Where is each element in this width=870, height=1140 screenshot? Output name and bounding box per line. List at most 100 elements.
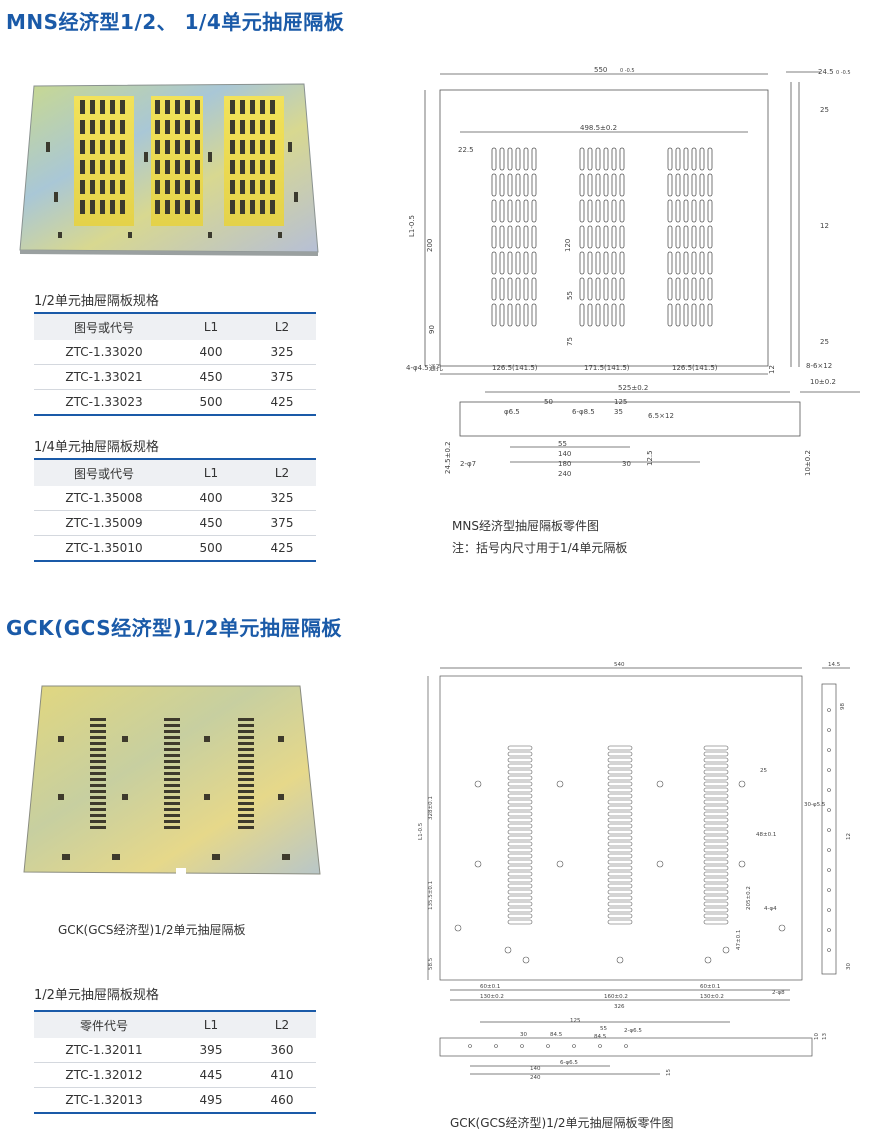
col-header: L2 (248, 458, 316, 486)
cell-code: ZTC-1.32012 (34, 1062, 174, 1088)
dim-s240: 240 (558, 470, 571, 478)
cell-l1: 445 (174, 1062, 248, 1088)
cell-code: ZTC-1.33023 (34, 389, 174, 416)
dim-s140: 140 (558, 450, 571, 458)
dim-s35: 35 (614, 408, 623, 416)
dim-b4: 60±0.1 (700, 984, 720, 990)
section2-title: GCK(GCS经济型)1/2单元抽屉隔板 (6, 616, 342, 640)
dim-st10: 10 (814, 1033, 820, 1040)
cell-l2: 360 (248, 1038, 316, 1063)
dim-sh1: φ6.5 (504, 408, 520, 416)
dim-s1: 25 (760, 768, 767, 774)
cell-code: ZTC-1.35010 (34, 535, 174, 562)
col-header: 图号或代号 (34, 312, 174, 340)
dim-s30: 30 (622, 460, 631, 468)
dim-w3: 58.5 (428, 957, 434, 970)
cell-l1: 495 (174, 1087, 248, 1114)
col-header: L1 (174, 1010, 248, 1038)
dim-st8: 140 (530, 1066, 541, 1072)
dim-s50: 50 (544, 398, 553, 406)
dim-200: 200 (426, 239, 434, 252)
cell-l2: 460 (248, 1087, 316, 1114)
half-spec-title: 1/2单元抽屉隔板规格 (34, 294, 159, 309)
gck-plate-photo (23, 685, 321, 875)
dim-b5: 130±0.2 (700, 994, 724, 1000)
cell-l2: 375 (248, 510, 316, 536)
dim-st9: 240 (530, 1075, 541, 1080)
mns-technical-drawing: 550 0 -0.5 498.5±0.2 24.5 0 -0.5 22.5 L1… (406, 66, 860, 478)
col-header: 图号或代号 (34, 458, 174, 486)
dim-sh5: 24.5±0.2 (444, 441, 452, 474)
cell-l2: 410 (248, 1062, 316, 1088)
dim-s2: 48±0.1 (756, 832, 776, 838)
cell-l1: 450 (174, 510, 248, 536)
dim-inner: 498.5±0.2 (580, 124, 617, 132)
dim-s10: 30 (846, 963, 852, 970)
dim-r25b: 25 (820, 338, 829, 346)
cell-code: ZTC-1.35009 (34, 510, 174, 536)
dim-b3: 160±0.2 (604, 994, 628, 1000)
dim-st11: 13 (822, 1033, 828, 1040)
cell-l1: 395 (174, 1038, 248, 1063)
dim-b6: 326 (614, 1004, 625, 1010)
col-header: L1 (174, 312, 248, 340)
dim-st7: 2-φ6.5 (624, 1028, 642, 1034)
gck-technical-drawing: 540 14.5 L1-0.5 328±0.1 135.5±0.1 58.5 6… (418, 662, 852, 1080)
cell-l1: 450 (174, 364, 248, 390)
dim-width: 540 (614, 662, 625, 668)
dim-tol10: 10±0.2 (810, 378, 836, 386)
dim-st4: 84.5 (550, 1032, 563, 1038)
col-header: L1 (174, 458, 248, 486)
cell-l2: 375 (248, 364, 316, 390)
cell-code: ZTC-1.35008 (34, 486, 174, 511)
cell-code: ZTC-1.33020 (34, 340, 174, 365)
dim-st12: 15 (666, 1069, 672, 1076)
dim-side: 24.5 (818, 68, 834, 76)
dim-tw: 14.5 (828, 662, 841, 668)
dim-s4: 47±0.1 (736, 930, 742, 950)
dim-s7: 30-φ5.5 (804, 802, 826, 808)
dim-st5: 84.5 (594, 1034, 607, 1040)
dim-l1: L1-0.5 (408, 215, 416, 237)
dim-s180: 180 (558, 460, 571, 468)
dim-w1: 328±0.1 (428, 796, 434, 820)
dim-d1: 22.5 (458, 146, 474, 154)
dim-strip-len: 525±0.2 (618, 384, 648, 392)
dim-width-tol: 0 -0.5 (620, 68, 635, 74)
dim-w2: 135.5±0.1 (428, 881, 434, 910)
mns-plate-photo (19, 83, 319, 256)
dim-l1: L1-0.5 (418, 822, 424, 840)
dim-b1: 126.5(141.5) (492, 364, 538, 372)
dim-r12b: 12 (768, 365, 776, 374)
cell-l1: 500 (174, 535, 248, 562)
dim-sh6: 10±0.2 (804, 450, 812, 476)
section1-title: MNS经济型1/2、 1/4单元抽屉隔板 (6, 10, 345, 34)
dim-st3: 30 (520, 1032, 527, 1038)
dim-b2: 171.5(141.5) (584, 364, 630, 372)
dim-90: 90 (428, 325, 436, 334)
cell-l1: 400 (174, 340, 248, 365)
dim-st6: 6-φ6.5 (560, 1060, 578, 1066)
dim-sh3: 6.5×12 (648, 412, 674, 420)
dim-b3: 126.5(141.5) (672, 364, 718, 372)
cell-code: ZTC-1.32013 (34, 1087, 174, 1114)
cell-code: ZTC-1.32011 (34, 1038, 174, 1063)
dim-st2: 55 (600, 1026, 607, 1032)
dim-55: 55 (566, 291, 574, 300)
col-header: L2 (248, 312, 316, 340)
dim-s125: 125 (614, 398, 627, 406)
dim-r12: 12 (820, 222, 829, 230)
cell-l2: 325 (248, 486, 316, 511)
dim-slot: 8-6×12 (806, 362, 832, 370)
dim-st1: 125 (570, 1018, 581, 1024)
gck-spec-title: 1/2单元抽屉隔板规格 (34, 988, 159, 1003)
dim-s9: 98 (840, 703, 846, 710)
dim-r25a: 25 (820, 106, 829, 114)
dim-b2: 130±0.2 (480, 994, 504, 1000)
